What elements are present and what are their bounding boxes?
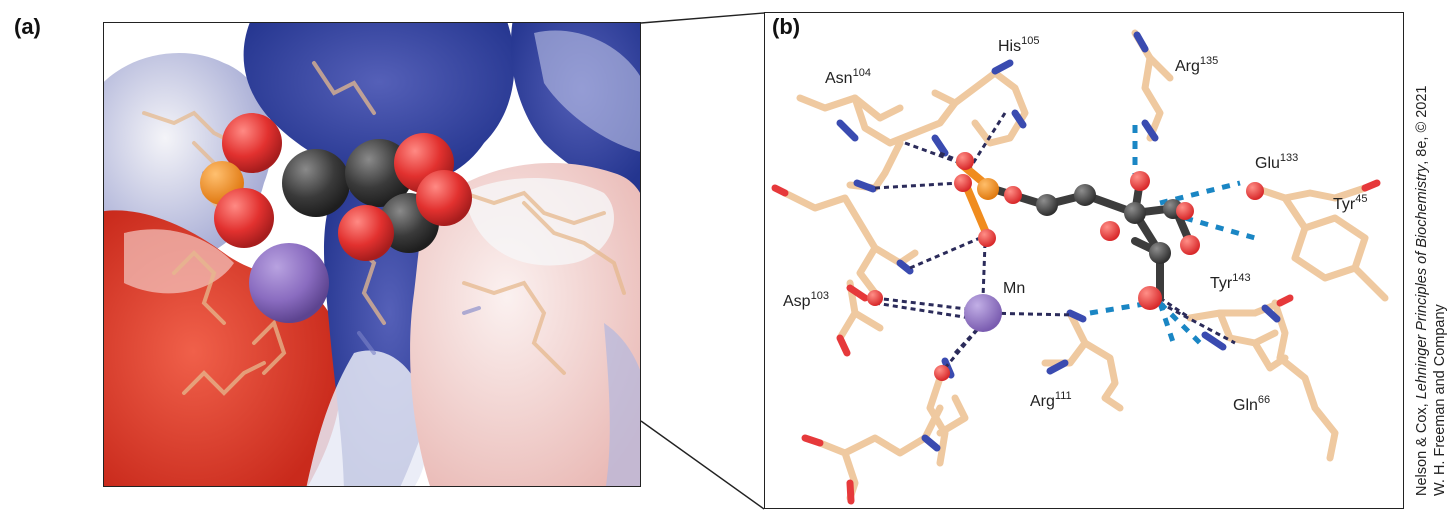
hydrogen-bonds	[1089, 125, 1256, 350]
label-his105: His105	[998, 35, 1039, 55]
oxygen-atom	[1180, 235, 1200, 255]
protein-residue-sticks	[781, 29, 1389, 502]
surface-panel	[103, 22, 641, 487]
ligand-carbon-sphere	[282, 149, 350, 217]
label-tyr143: Tyr143	[1210, 272, 1251, 292]
oxygen-atom	[1130, 171, 1150, 191]
oxygen-atom	[1176, 202, 1194, 220]
active-site-stick-model: His105 Asn104 Arg135 Glu133 Tyr45 Asp103…	[771, 29, 1389, 505]
oxygen-atom	[934, 365, 950, 381]
label-mn: Mn	[1003, 280, 1025, 297]
panel-b-label: (b)	[772, 14, 801, 39]
residue-labels: His105 Asn104 Arg135 Glu133 Tyr45 Asp103…	[783, 35, 1367, 414]
ligand-oxygen-sphere	[222, 113, 282, 173]
manganese-sphere	[249, 243, 329, 323]
oxygen-atom	[956, 152, 974, 170]
label-arg111: Arg111	[1030, 390, 1072, 410]
carbon-atom	[1074, 184, 1096, 206]
label-gln66: Gln66	[1233, 394, 1270, 414]
label-asn104: Asn104	[825, 67, 871, 87]
ligand-oxygen-sphere	[416, 170, 472, 226]
label-tyr45: Tyr45	[1333, 193, 1367, 213]
oxygen-atom	[1004, 186, 1022, 204]
carbon-atom	[1036, 194, 1058, 216]
oxygen-atom	[954, 174, 972, 192]
ligand-oxygen-sphere	[338, 205, 394, 261]
credit-line-1: Nelson & Cox, Lehninger Principles of Bi…	[1413, 0, 1431, 496]
manganese-ion	[964, 294, 1002, 332]
oxygen-atom	[1138, 286, 1162, 310]
label-asp103: Asp103	[783, 290, 829, 310]
carbon-atom	[1124, 202, 1146, 224]
credit-authors: Nelson & Cox,	[1414, 399, 1430, 496]
credit-edition: , 8e, © 2021	[1414, 85, 1430, 165]
panel-a-label: (a)	[14, 14, 41, 39]
label-arg135: Arg135	[1175, 55, 1218, 75]
credit-line-2: W. H. Freeman and Company	[1432, 304, 1448, 496]
active-site-panel: His105 Asn104 Arg135 Glu133 Tyr45 Asp103…	[764, 12, 1404, 509]
coordination-bonds	[874, 112, 1236, 369]
oxygen-atom	[1246, 182, 1264, 200]
oxygen-atom	[867, 290, 883, 306]
label-glu133: Glu133	[1255, 152, 1298, 172]
oxygen-atom	[1100, 221, 1120, 241]
copyright-credit: Nelson & Cox, Lehninger Principles of Bi…	[1413, 0, 1449, 496]
oxygen-atom	[978, 229, 996, 247]
carbon-atom	[1149, 242, 1171, 264]
electrostatic-surface-image	[104, 23, 640, 486]
ligand-oxygen-sphere	[214, 188, 274, 248]
phosphorus-atom	[977, 178, 999, 200]
credit-book-title: Lehninger Principles of Biochemistry	[1414, 164, 1430, 400]
